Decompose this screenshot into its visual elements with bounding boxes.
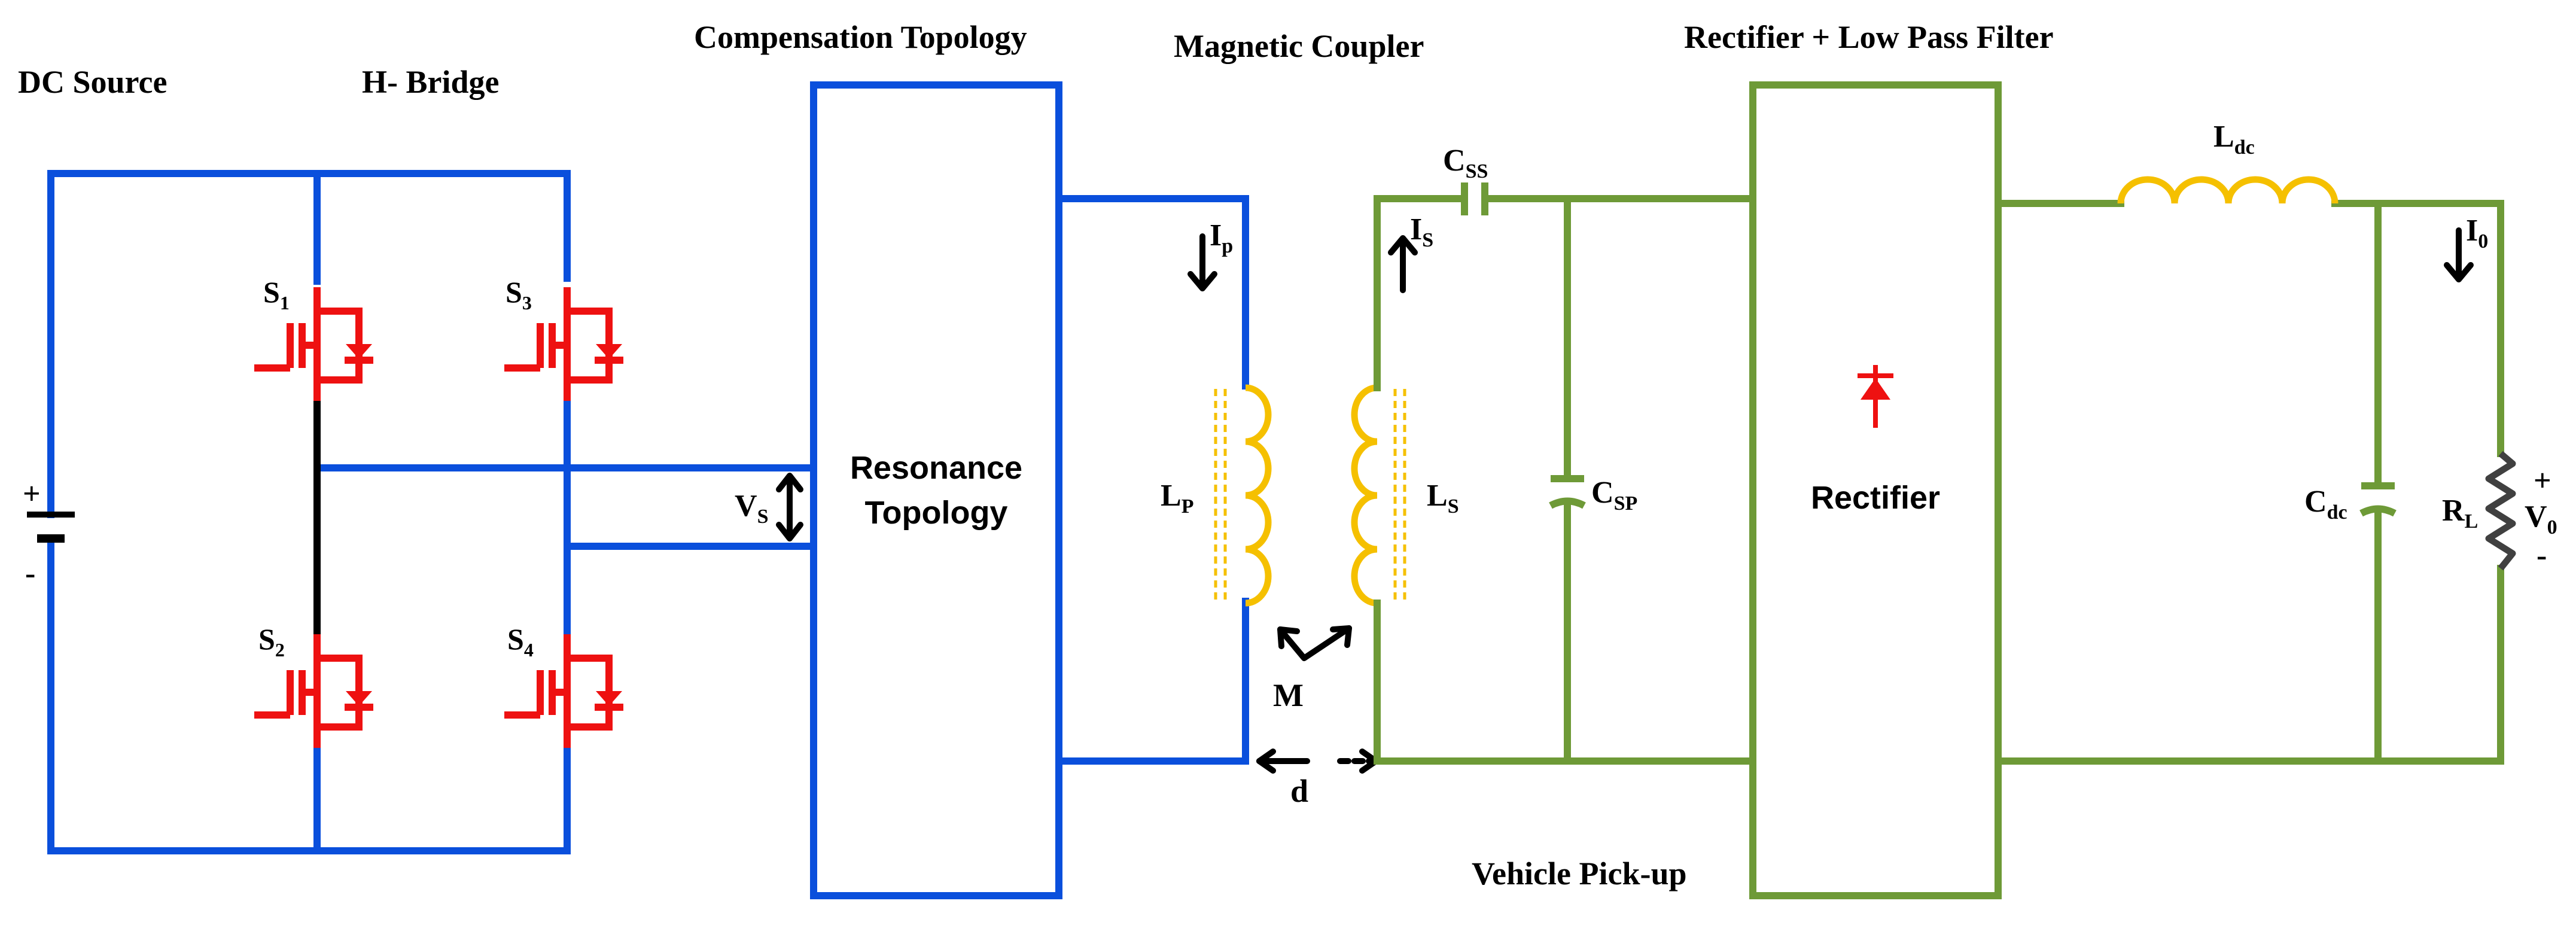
label-rl: RL (2442, 494, 2478, 533)
switch-s1-icon (254, 287, 373, 401)
dc-battery-icon (27, 512, 75, 543)
battery-plus-label: + (23, 477, 41, 511)
label-io: I0 (2466, 214, 2488, 252)
resonance-block-line2: Topology (865, 495, 1008, 531)
switch-s3-icon (504, 287, 623, 401)
secondary-coil-ls-icon (1351, 384, 1406, 607)
label-ip: Ip (1210, 218, 1233, 257)
io-arrow-icon (2444, 227, 2474, 282)
capacitor-cdc-icon (2359, 482, 2397, 517)
ip-arrow-icon (1187, 233, 1217, 291)
capacitor-css-icon (1461, 182, 1488, 215)
vo-plus-label: + (2534, 464, 2551, 498)
label-s4: S4 (507, 622, 534, 661)
title-magnetic-coupler: Magnetic Coupler (1174, 28, 1424, 64)
switch-s2-icon (254, 634, 373, 748)
label-vs: VS (735, 489, 768, 528)
label-csp: CSP (1591, 476, 1637, 515)
label-ls: LS (1427, 479, 1459, 518)
distance-arrow-icon (1256, 749, 1379, 774)
switch-s4-icon (504, 634, 623, 748)
secondary-wiring (1374, 81, 2504, 899)
label-s2: S2 (258, 622, 285, 661)
title-dc-source: DC Source (18, 64, 168, 100)
resistor-rl-icon (2485, 451, 2516, 571)
label-m: M (1273, 677, 1304, 713)
title-compensation-topology: Compensation Topology (694, 19, 1027, 55)
resonance-block-line1: Resonance (850, 450, 1022, 486)
vs-double-arrow-icon (776, 473, 803, 541)
label-s1: S1 (263, 275, 290, 314)
label-vo: V0 (2525, 500, 2557, 538)
mutual-inductance-arrow-icon (1277, 625, 1352, 661)
title-h-bridge: H- Bridge (362, 64, 499, 100)
label-cdc: Cdc (2304, 485, 2347, 524)
label-css: CSS (1443, 144, 1488, 182)
rectifier-block-label: Rectifier (1811, 480, 1940, 516)
battery-minus-label: - (25, 556, 35, 591)
diode-icon (1858, 365, 1893, 428)
label-lp: LP (1161, 479, 1193, 518)
primary-coil-lp-icon (1214, 384, 1272, 607)
title-vehicle-pickup: Vehicle Pick-up (1472, 856, 1687, 892)
capacitor-csp-icon (1549, 475, 1586, 509)
label-is: IS (1410, 212, 1433, 251)
vo-minus-label: - (2537, 538, 2547, 573)
is-arrow-icon (1388, 235, 1418, 293)
label-d: d (1290, 773, 1308, 809)
inductor-ldc-icon (2117, 176, 2339, 204)
label-ldc: Ldc (2213, 120, 2255, 159)
label-s3: S3 (506, 275, 532, 314)
primary-wiring (47, 81, 1249, 899)
title-rectifier-low-pass-filter: Rectifier + Low Pass Filter (1684, 19, 2054, 55)
